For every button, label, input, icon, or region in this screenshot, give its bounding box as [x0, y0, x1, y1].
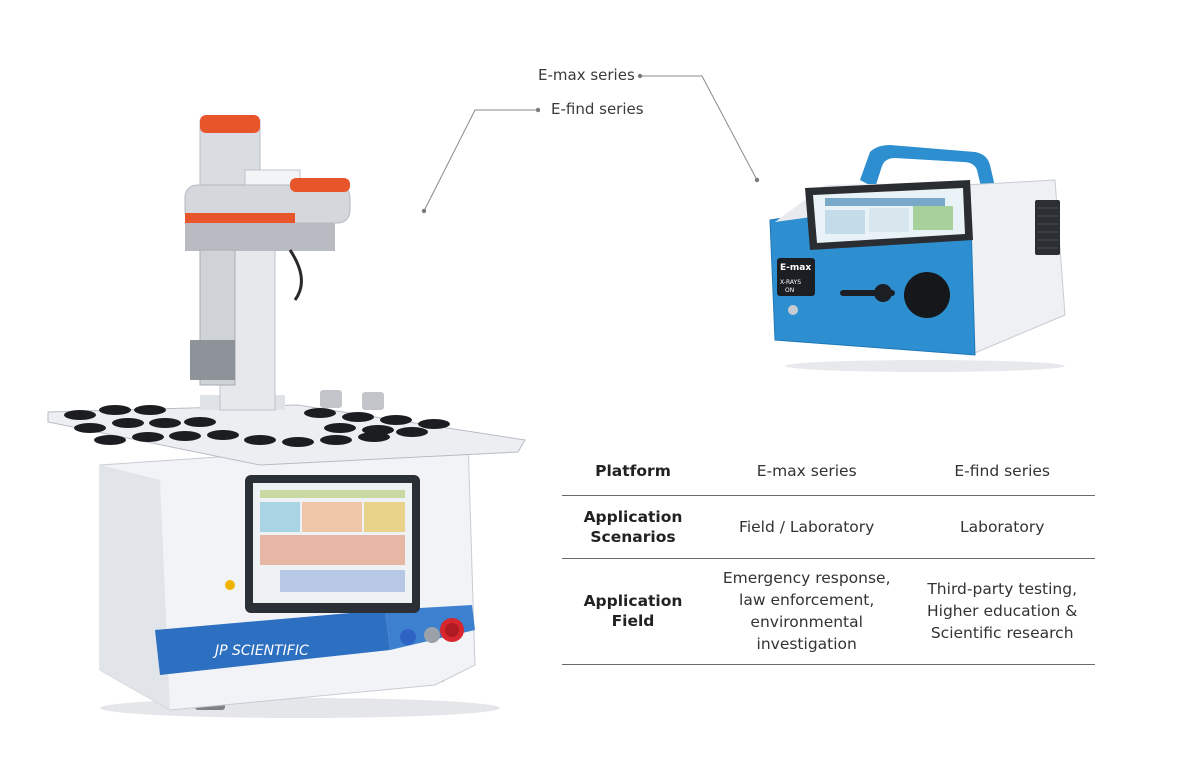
table-row: Application Scenarios Field / Laboratory…: [562, 495, 1095, 558]
cell-efind-field: Third-party testing, Higher education & …: [926, 580, 1078, 642]
row-header-scenarios: Application Scenarios: [583, 507, 683, 546]
row-header-platform: Platform: [595, 462, 671, 481]
emax-panel-label: E-max: [780, 263, 811, 273]
cell-efind-scenarios: Laboratory: [959, 517, 1045, 536]
comparison-table: Platform E-max series E-find series Appl…: [562, 448, 1095, 665]
efind-brand-text: JP SCIENTIFIC: [212, 643, 309, 659]
cell-emax-scenarios: Field / Laboratory: [739, 517, 875, 536]
svg-text:X-RAYS: X-RAYS: [780, 279, 801, 286]
cell-emax-platform: E-max series: [756, 462, 857, 481]
cell-efind-platform: E-find series: [954, 462, 1051, 481]
emax-device-image: E-max X-RAYS ON: [769, 145, 1066, 372]
efind-callout-label: E-find series: [551, 100, 644, 118]
efind-device-image: JP SCIENTIFIC: [47, 115, 526, 718]
table-row: Platform E-max series E-find series: [562, 448, 1095, 495]
svg-text:ON: ON: [785, 287, 794, 294]
cell-emax-field: Emergency response, law enforcement, env…: [722, 569, 891, 653]
table-row: Application Field Emergency response, la…: [562, 558, 1095, 664]
emax-callout-label: E-max series: [538, 66, 635, 84]
row-header-field: Application Field: [583, 592, 683, 630]
